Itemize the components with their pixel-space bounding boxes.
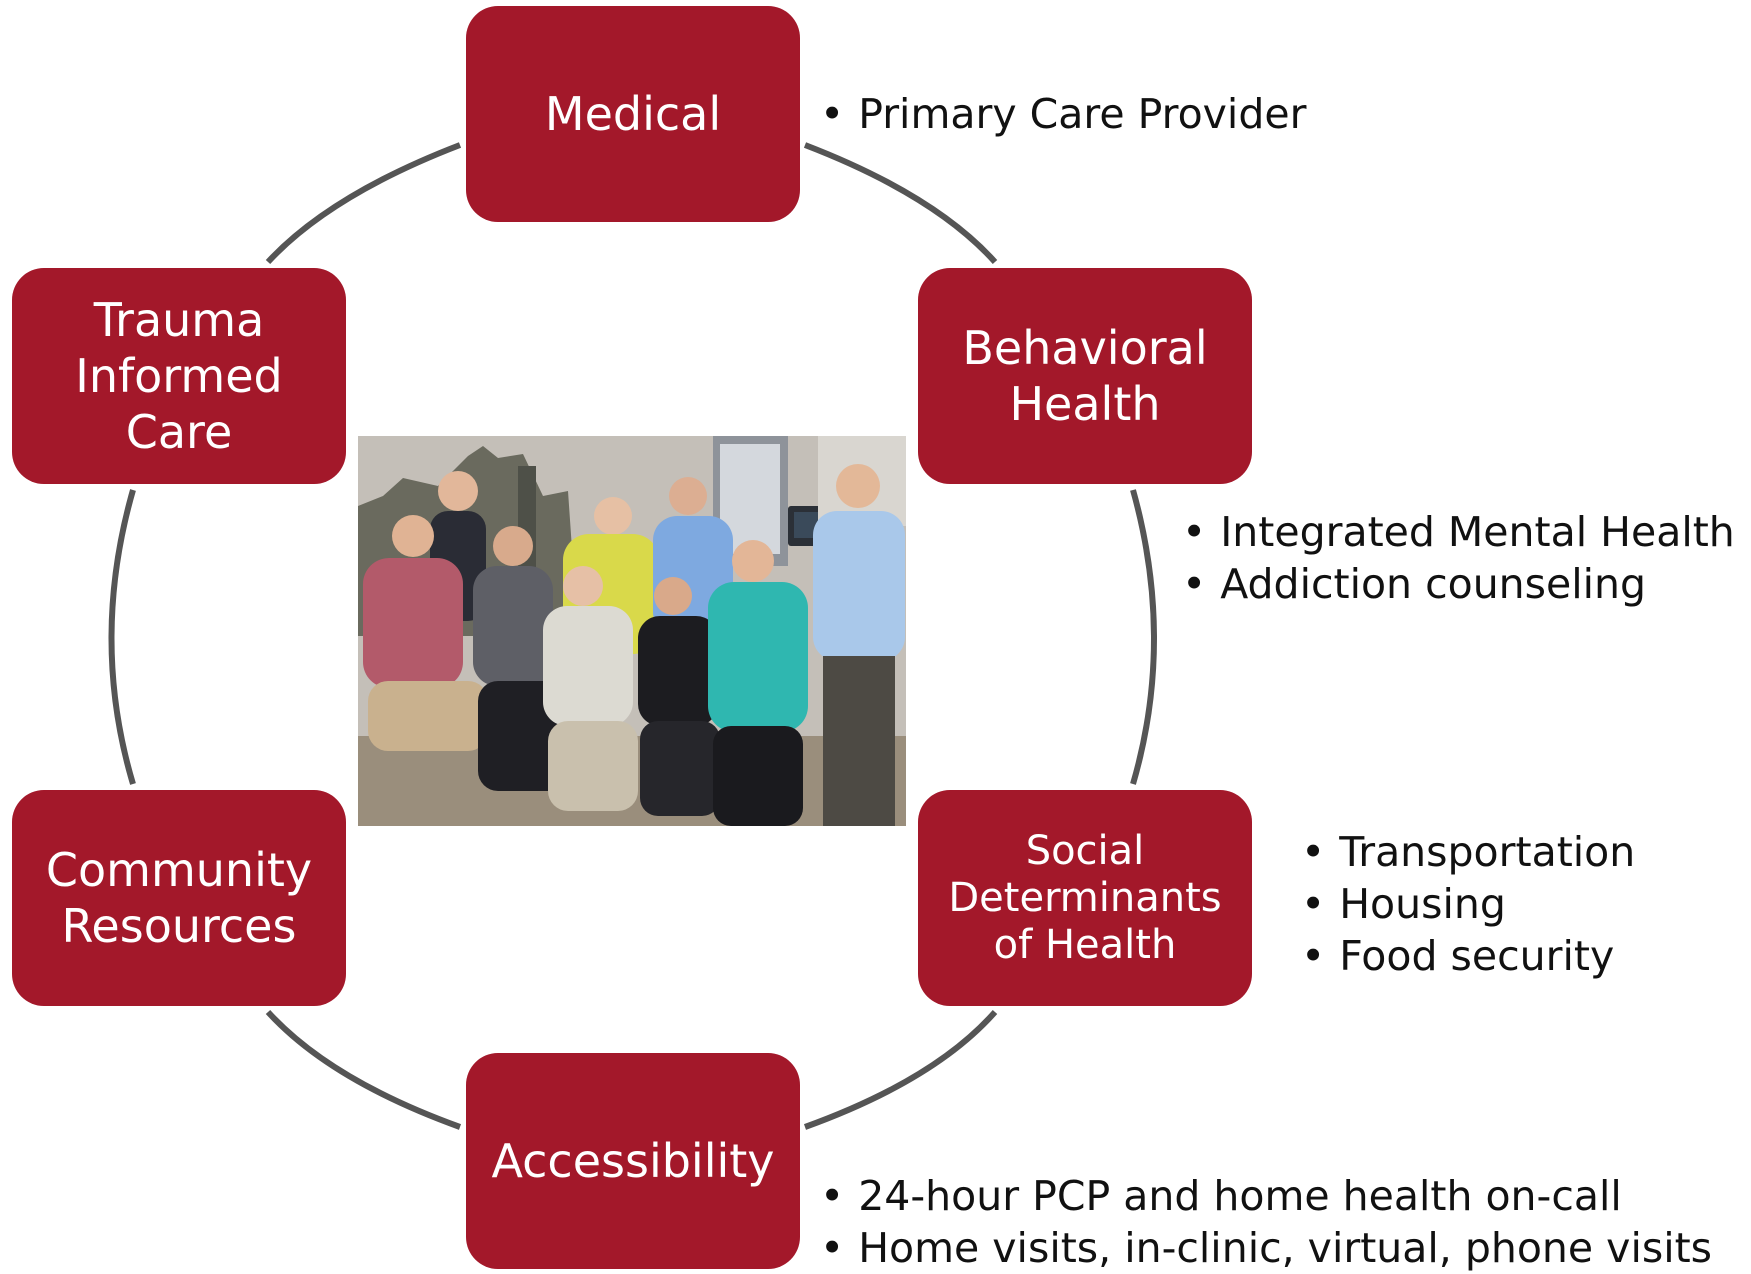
bullet-dot: • [1301, 828, 1326, 876]
bullet-text: Primary Care Provider [858, 90, 1307, 138]
node-behavioral-health-label: Behavioral Health [962, 321, 1208, 431]
bullet-text: Transportation [1339, 828, 1636, 876]
bullet-dot: • [1182, 508, 1207, 556]
list-item: • Home visits, in-clinic, virtual, phone … [820, 1222, 1712, 1274]
connector-medical-behavioral [803, 142, 998, 265]
list-item: • Addiction counseling [1182, 558, 1735, 610]
bullet-dot: • [1301, 880, 1326, 928]
connector-accessibility-community [265, 1009, 462, 1130]
connector-trauma-medical [265, 142, 462, 265]
node-trauma-informed-care-label: Trauma Informed Care [75, 293, 283, 459]
node-medical: Medical [466, 6, 800, 222]
behavioral-bullet-list: • Integrated Mental Health • Addiction cou… [1182, 506, 1735, 610]
accessibility-bullet-list: • 24-hour PCP and home health on-call • Ho… [820, 1170, 1712, 1274]
bullet-text: Integrated Mental Health [1220, 508, 1735, 556]
node-community-resources: Community Resources [12, 790, 346, 1006]
node-social-determinants-label: Social Determinants of Health [948, 827, 1222, 968]
bullet-dot: • [820, 90, 845, 138]
node-behavioral-health: Behavioral Health [918, 268, 1252, 484]
bullet-text: Home visits, in-clinic, virtual, phone v… [858, 1224, 1713, 1272]
social-bullet-list: • Transportation • Housing • Food security [1301, 826, 1635, 982]
node-medical-label: Medical [544, 87, 722, 141]
node-trauma-informed-care: Trauma Informed Care [12, 268, 346, 484]
list-item: • 24-hour PCP and home health on-call [820, 1170, 1712, 1222]
list-item: • Primary Care Provider [820, 88, 1306, 140]
list-item: • Integrated Mental Health [1182, 506, 1735, 558]
team-photo [358, 436, 906, 826]
connector-behavioral-social [1130, 489, 1157, 785]
bullet-dot: • [1301, 932, 1326, 980]
node-accessibility-label: Accessibility [491, 1134, 775, 1188]
bullet-text: 24-hour PCP and home health on-call [858, 1172, 1622, 1220]
bullet-text: Food security [1339, 932, 1615, 980]
bullet-dot: • [820, 1224, 845, 1272]
node-social-determinants: Social Determinants of Health [918, 790, 1252, 1006]
connector-social-accessibility [803, 1010, 998, 1130]
bullet-dot: • [820, 1172, 845, 1220]
bullet-text: Addiction counseling [1220, 560, 1647, 608]
list-item: • Housing [1301, 878, 1635, 930]
medical-bullet-list: • Primary Care Provider [820, 88, 1306, 140]
connector-community-trauma [108, 489, 136, 785]
list-item: • Transportation [1301, 826, 1635, 878]
bullet-text: Housing [1339, 880, 1506, 928]
node-accessibility: Accessibility [466, 1053, 800, 1269]
bullet-dot: • [1182, 560, 1207, 608]
node-community-resources-label: Community Resources [45, 843, 313, 953]
list-item: • Food security [1301, 930, 1635, 982]
